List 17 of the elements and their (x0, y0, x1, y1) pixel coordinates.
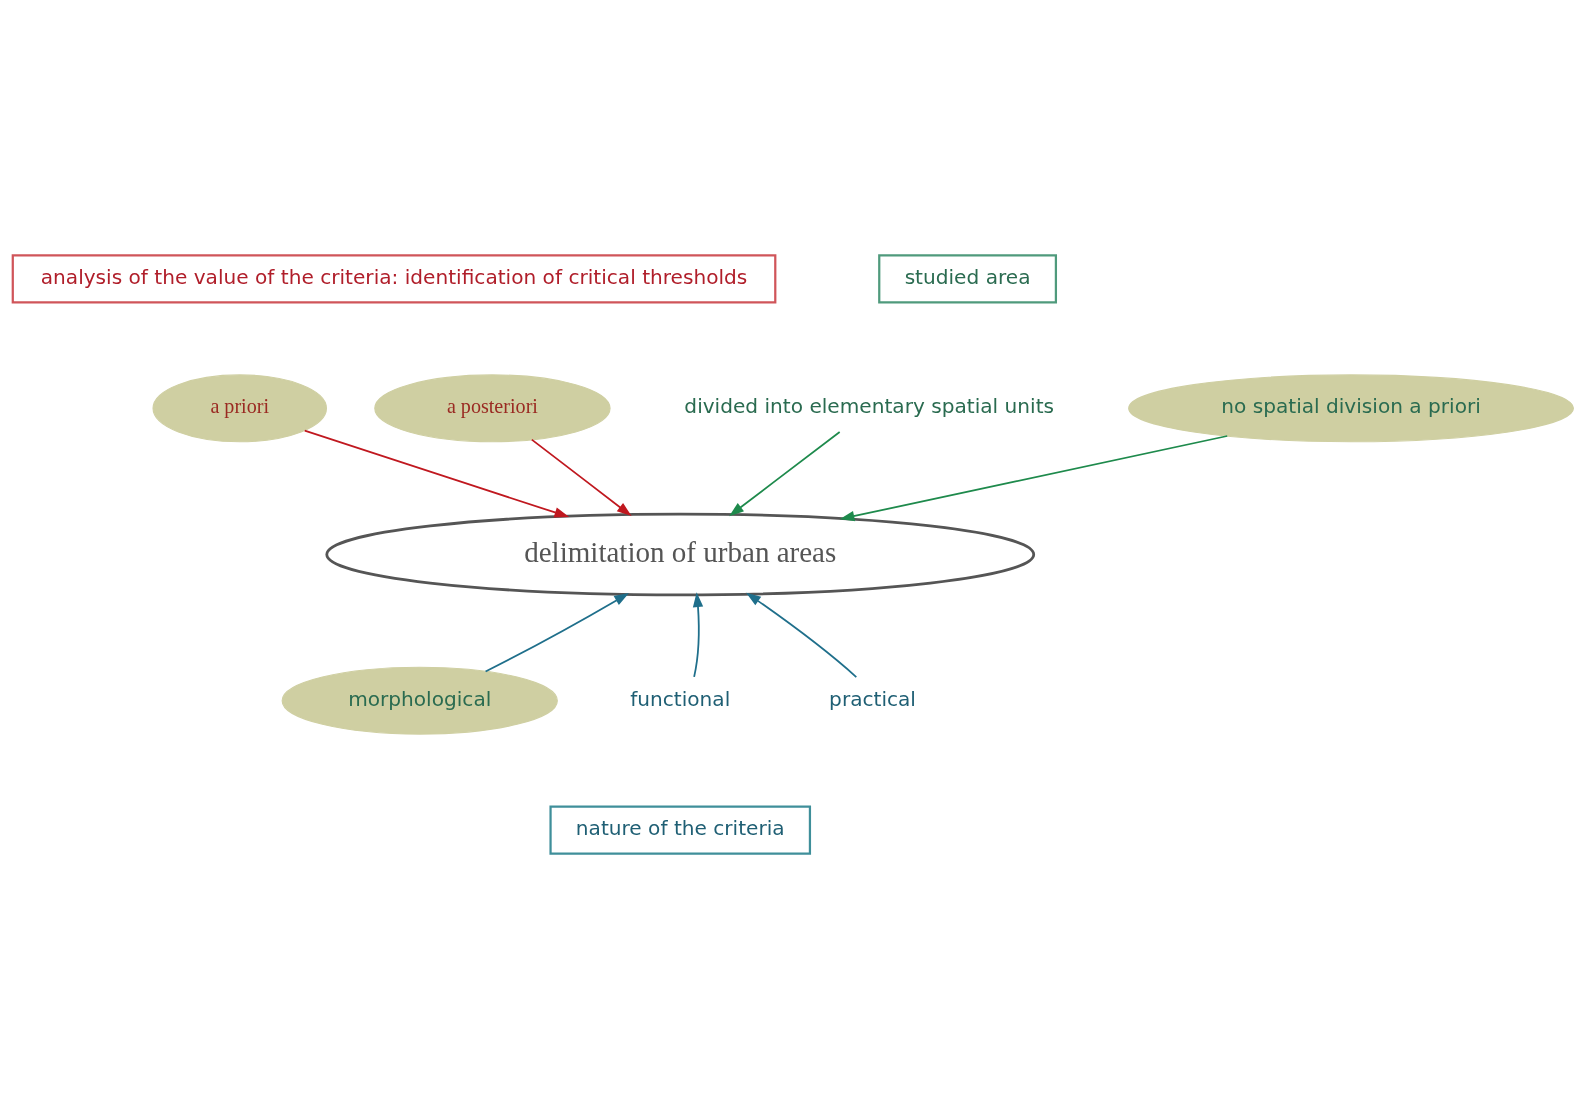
node-box: analysis of the value of the criteria: identification of critical thresholds (11, 253, 777, 304)
node-text: divided into elementary spatial units (684, 393, 1055, 418)
arrow (484, 592, 629, 672)
arrow (746, 592, 858, 678)
node-ellipse: morphological (281, 666, 558, 735)
arrow (530, 438, 632, 516)
node-box: studied area (878, 253, 1057, 304)
node-box: nature of the criteria (549, 804, 812, 855)
node-ellipse: a posteriori (374, 373, 611, 442)
arrow (692, 591, 704, 678)
arrow (729, 430, 841, 516)
node-ellipse: no spatial division a priori (1128, 373, 1574, 442)
node-ellipse: a priori (152, 373, 327, 442)
node-text: functional (630, 686, 731, 711)
node-text: practical (829, 686, 916, 711)
arrow (303, 429, 570, 517)
arrow (839, 434, 1229, 521)
